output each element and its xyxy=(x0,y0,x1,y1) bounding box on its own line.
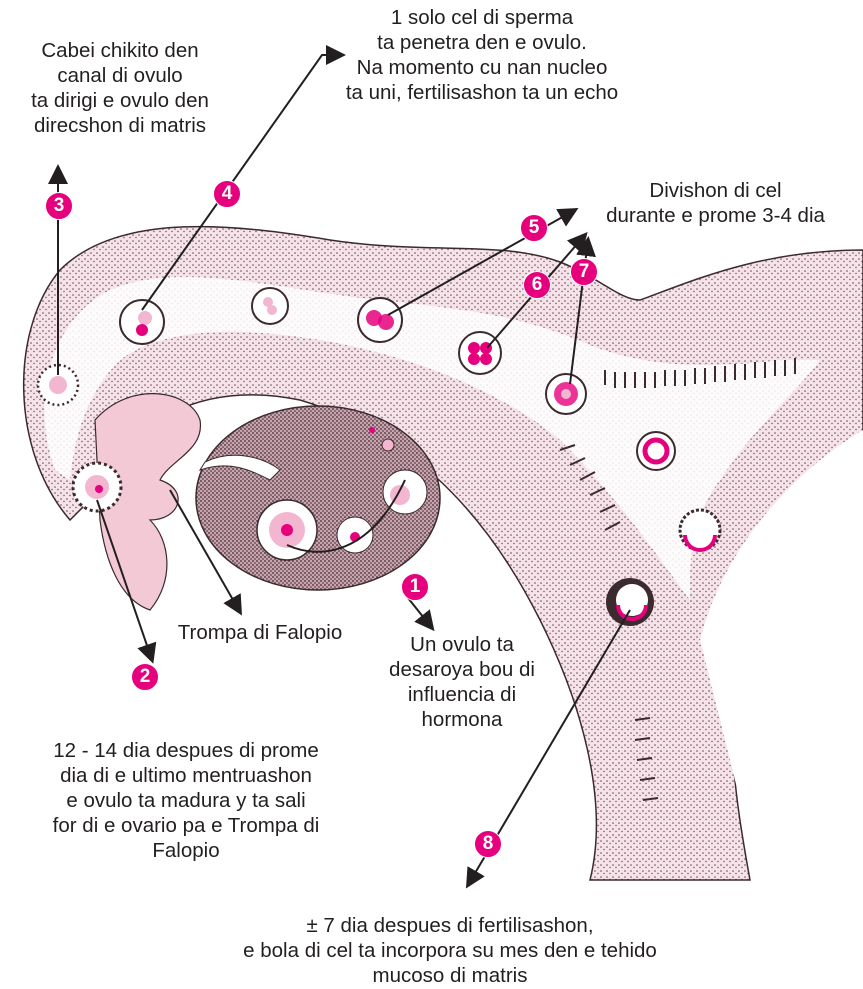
morula-stage-7 xyxy=(546,374,586,414)
zygote-stage-5 xyxy=(358,298,402,342)
fallopian-tube-label: Trompa di Falopio xyxy=(140,620,380,645)
ovum-stage-4 xyxy=(120,300,164,344)
step-2-text: 12 - 14 dia despues di prome dia di e ul… xyxy=(0,738,372,863)
step-badge-7: 7 xyxy=(570,258,598,286)
step-badge-1: 1 xyxy=(401,573,429,601)
implanting-embryo xyxy=(606,578,654,626)
step-3-text: Cabei chikito den canal di ovulo ta diri… xyxy=(0,38,240,138)
step-4-text: 1 solo cel di sperma ta penetra den e ov… xyxy=(292,5,672,105)
step-1-text: Un ovulo ta desaroya bou di influencia d… xyxy=(372,632,552,732)
ovum-stage-2 xyxy=(73,463,121,511)
step-8-text: ± 7 dia despues di fertilisashon, e bola… xyxy=(150,913,750,988)
morula-late xyxy=(637,432,675,470)
step-badge-8: 8 xyxy=(474,830,502,858)
step-badge-5: 5 xyxy=(520,214,548,242)
ovum-drifting xyxy=(252,288,288,324)
step-badge-6: 6 xyxy=(523,271,551,299)
step-badge-2: 2 xyxy=(131,663,159,691)
step-badge-4: 4 xyxy=(213,180,241,208)
step-7-text: Divishon di cel durante e prome 3-4 dia xyxy=(568,178,863,228)
step-badge-3: 3 xyxy=(45,192,73,220)
blastocyst xyxy=(680,510,720,550)
